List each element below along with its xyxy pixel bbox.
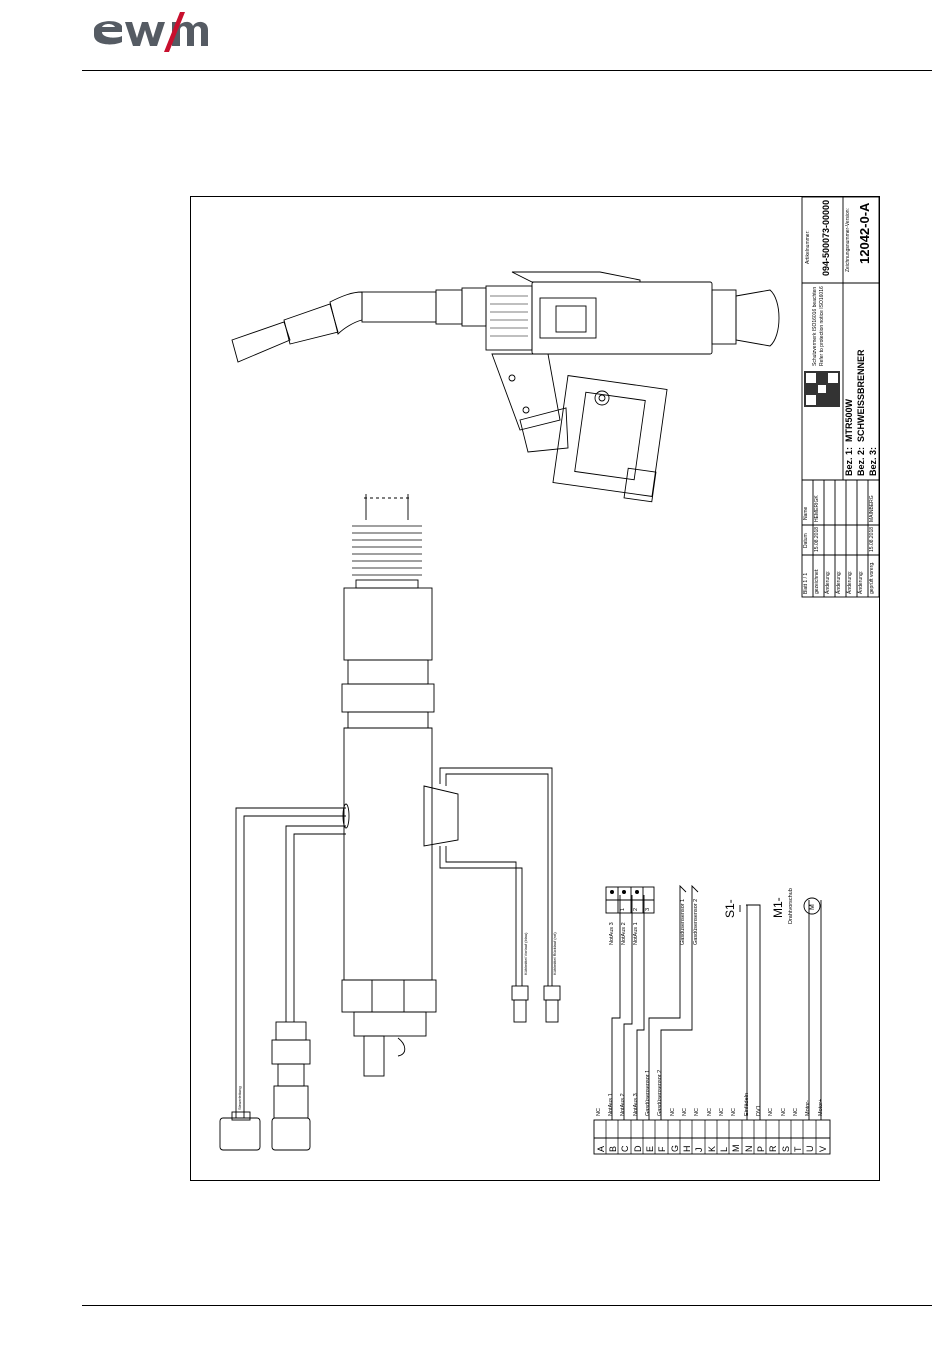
tb-bez2-value: SCHWEISSBRENNER [856,349,866,442]
notaus-terminal: 2 [633,907,639,911]
pin-letter: J [694,1147,704,1153]
tb-row-label: Änderung: [858,570,864,594]
tb-row-label: gezeichnet: [814,568,820,594]
pin-letter: N [744,1145,754,1153]
tb-row-name: HEMERIGK [814,495,820,522]
pin-signal: Gasdüsensensor 1 [645,1069,651,1116]
pin-letter: K [707,1145,717,1152]
pin-signal: Gasdüsensensor 2 [657,1069,663,1116]
control-cable-label: Steuerleitung [237,1086,242,1110]
coolant-supply-label: Kühlmittel Vorlauf (blau) [523,932,528,975]
pin-signal: NC [781,1108,787,1116]
pin-signal: Motor+ [818,1098,824,1116]
footer-rule [82,1305,932,1306]
notaus-label: NotAus 3 [609,922,615,945]
tb-sheet: Blatt 1 / 1 [803,572,809,594]
pin-signal: NC [707,1108,713,1116]
tb-article-label: Artikelnummer: [805,230,811,264]
tb-bez3-label: Bez. 3: [868,446,878,476]
m1-description: Drahtvorschub [788,888,794,924]
pin-letter: L [719,1146,729,1152]
sensor-label: Gasdüsensensor 2 [693,898,699,945]
tb-bez2-label: Bez. 2: [856,446,866,476]
coolant-return-label: Kühlmittel Rücklauf (rot) [552,932,557,975]
pin-signal: NotAus 2 [620,1093,626,1116]
pin-signal: NC [694,1108,700,1116]
tb-row-label: Änderung: [847,570,853,594]
tb-protection-de: Schutzvermerk ISO16016 beachten [812,286,818,366]
pin-letter: R [768,1145,778,1153]
notaus-label: NotAus 1 [633,922,639,945]
pin-letter: A [596,1145,606,1152]
drawing-frame [190,196,880,1181]
notaus-label: NotAus 2 [621,922,627,945]
pin-letter: H [682,1145,692,1153]
pin-signal: NotAus 1 [608,1093,614,1116]
pin-letter: T [793,1146,803,1153]
tb-article-number: 094-500073-00000 [821,199,831,276]
pin-signal: DV1 [756,1105,762,1116]
pin-letter: C [620,1145,630,1153]
pin-signal: Einfädeln [744,1093,750,1116]
pin-signal: NC [670,1108,676,1116]
pin-signal: NotAus 3 [633,1093,639,1116]
pin-letter: U [805,1145,815,1153]
pin-signal: Motor- [805,1100,811,1116]
tb-row-label: Änderung: [825,570,831,594]
tb-row-date: 15.08.2018 [814,526,820,552]
notaus-terminal: 3 [645,907,651,911]
pin-letter: M [731,1144,741,1153]
tb-bez1-label: Bez. 1: [844,446,854,476]
header-rule [82,70,932,71]
pin-letter: V [818,1145,828,1152]
pin-letter: S [781,1145,791,1152]
tb-row-date: 15.08.2018 [869,526,875,552]
pin-letter: G [670,1144,680,1152]
tb-row-label: Änderung: [836,570,842,594]
pin-signal: NC [731,1108,737,1116]
pin-signal: NC [596,1108,602,1116]
pin-letter: B [608,1145,618,1152]
notaus-terminal: 1 [620,907,626,911]
pin-signal: NC [682,1108,688,1116]
motor-symbol: M [809,904,816,910]
tb-row-name: MAINBERG [869,495,875,522]
ewm-logo: ewm [94,12,208,52]
sensor-label: Gasdüsensensor 1 [680,898,686,945]
pin-signal: NC [768,1108,774,1116]
tb-row-label: geprüft vorerg. [869,561,875,594]
tb-drawing-number: 12042-0-A [857,202,872,264]
pin-letter: P [756,1145,766,1152]
tb-drawing-label: Zeichnungsnummer-Version: [845,208,851,272]
pin-signal: NC [793,1108,799,1116]
pin-letter: F [657,1146,667,1153]
pin-letter: D [633,1145,643,1153]
pin-letter: E [645,1145,655,1152]
tb-protection-en: Refer to protection notice ISO16016 [819,286,825,366]
m1-label: M1- [771,897,785,918]
tb-col-name: Name [803,506,809,520]
tb-col-date: Datum [803,533,809,548]
pin-signal: NC [719,1108,725,1116]
s1-label: S1- [723,899,737,918]
tb-bez1-value: MTR500W [844,398,854,442]
